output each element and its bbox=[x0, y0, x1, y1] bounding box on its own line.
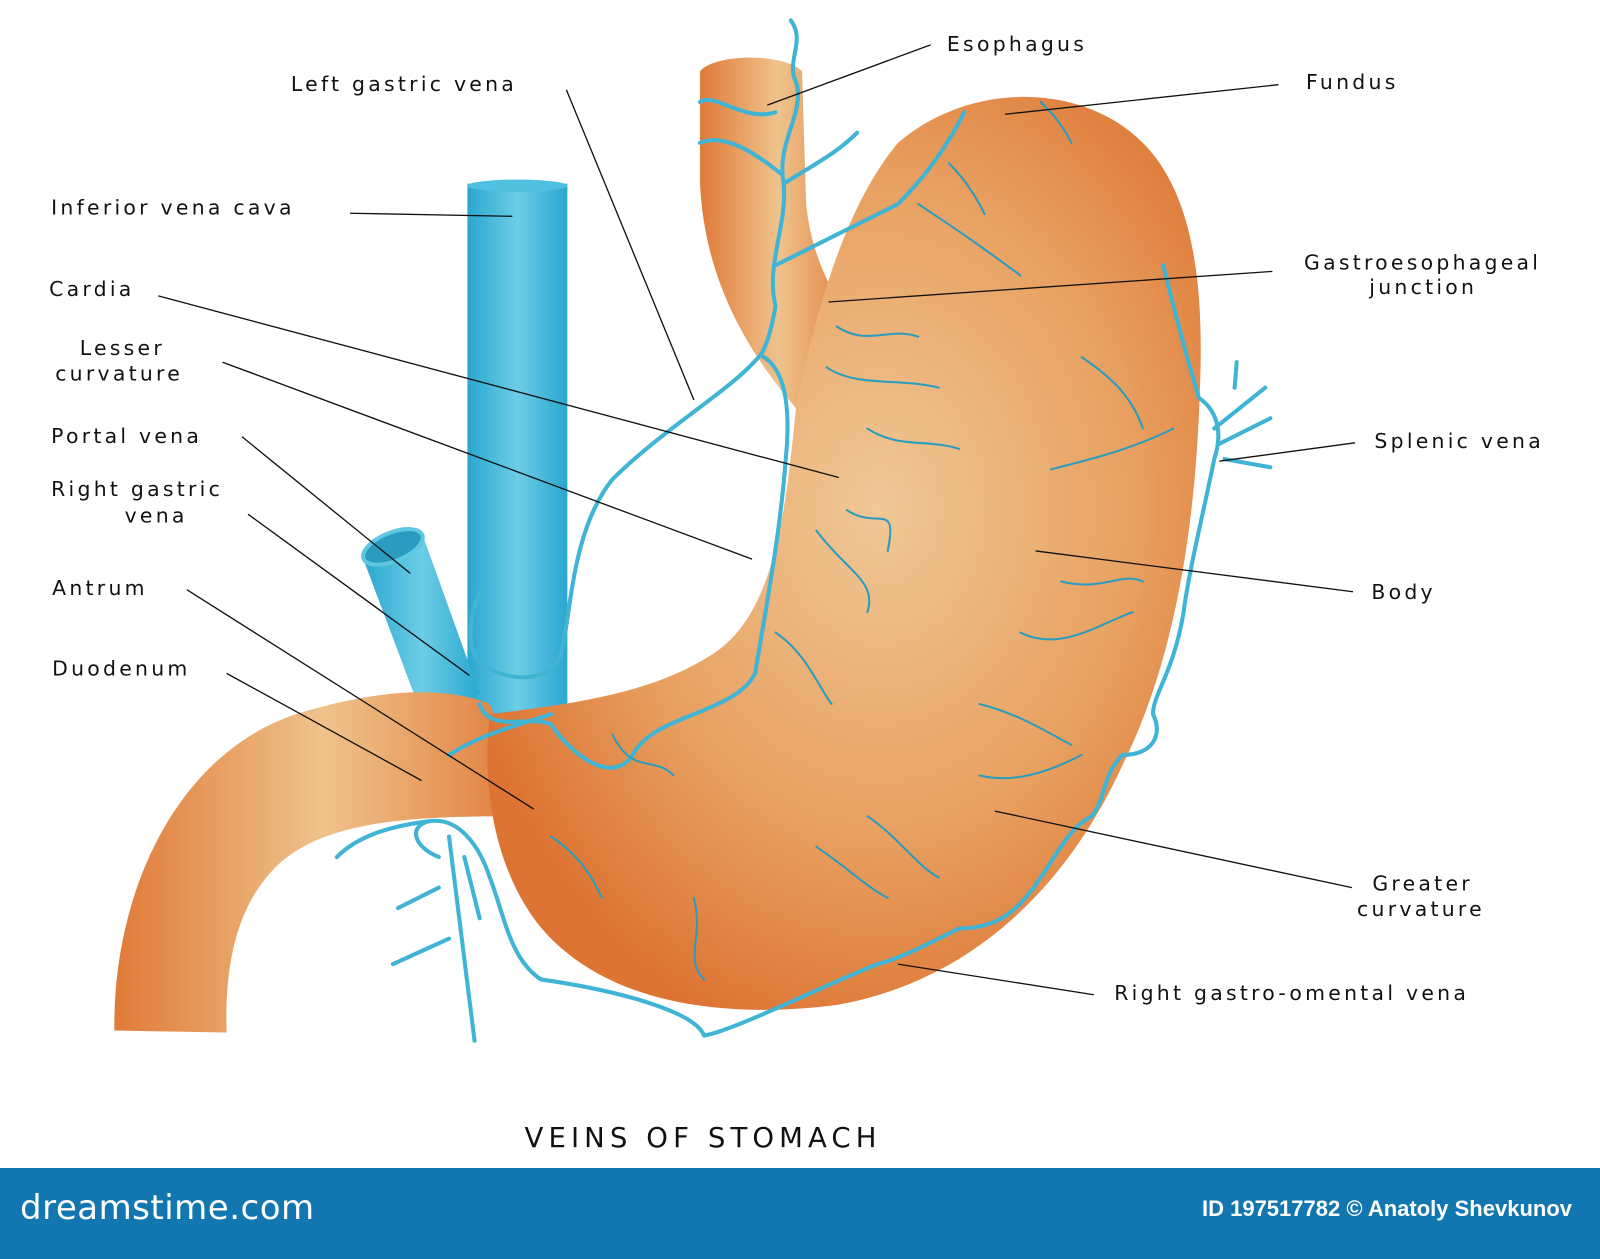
label-left-gastric-vena: Left gastric vena bbox=[291, 72, 517, 96]
label-right-gastric: Right gastric bbox=[51, 477, 223, 501]
image-credit: ID 197517782 © Anatoly Shevkunov bbox=[1201, 1196, 1572, 1221]
label-greater-curvature: curvature bbox=[1357, 897, 1485, 921]
label-gastroesophageal: Gastroesophageal bbox=[1304, 250, 1541, 274]
inferior-vena-cava-shape bbox=[467, 183, 568, 715]
label-splenic-vena: Splenic vena bbox=[1374, 429, 1544, 453]
label-right-gastric-vena: vena bbox=[125, 503, 188, 527]
label-esophagus: Esophagus bbox=[947, 32, 1087, 56]
portal-vein-shape bbox=[363, 534, 480, 720]
veins bbox=[334, 18, 1273, 1043]
label-antrum: Antrum bbox=[52, 576, 148, 600]
label-fundus: Fundus bbox=[1306, 70, 1399, 94]
label-greater: Greater bbox=[1372, 872, 1473, 896]
label-body: Body bbox=[1371, 580, 1436, 604]
label-duodenum: Duodenum bbox=[52, 656, 190, 680]
label-inferior-vena-cava: Inferior vena cava bbox=[51, 195, 295, 219]
footer-bar: dreamstime.com ID 197517782 © Anatoly Sh… bbox=[0, 1168, 1600, 1259]
label-lesser-curvature: curvature bbox=[55, 362, 183, 386]
duodenum-shape bbox=[114, 692, 531, 1033]
label-junction: junction bbox=[1368, 275, 1477, 299]
small-veins bbox=[550, 101, 1175, 981]
label-lesser: Lesser bbox=[80, 336, 165, 360]
label-cardia: Cardia bbox=[49, 277, 134, 301]
diagram-title: VEINS OF STOMACH bbox=[525, 1122, 882, 1154]
dreamstime-logo[interactable]: dreamstime.com bbox=[20, 1188, 315, 1228]
leader-lines bbox=[158, 44, 1356, 996]
label-right-gastro-omental-vena: Right gastro-omental vena bbox=[1114, 981, 1469, 1005]
label-portal-vena: Portal vena bbox=[51, 424, 202, 448]
stomach-shape bbox=[487, 96, 1201, 1010]
